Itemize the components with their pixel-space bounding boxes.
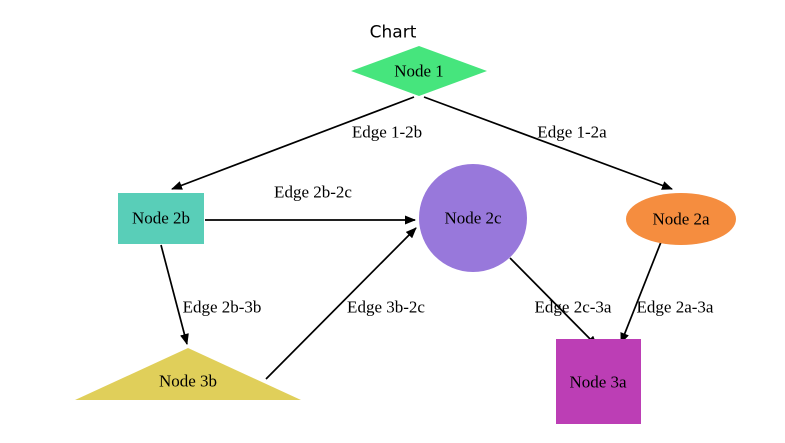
edge-1-2b-line <box>171 96 415 190</box>
node-3a-label: Node 3a <box>569 372 627 392</box>
node-2c-circle-shape <box>419 164 527 272</box>
node-3b-triangle-shape <box>75 348 301 400</box>
node-2b-label: Node 2b <box>131 208 191 228</box>
edge-2a-3a-line <box>620 241 662 344</box>
edge-2b-3b-line <box>160 244 189 345</box>
edge-2b-2c-label: Edge 2b-2c <box>274 182 352 202</box>
edge-2c-3a-label: Edge 2c-3a <box>534 297 612 317</box>
node-1-label: Node 1 <box>394 61 444 81</box>
edge-2c-3a-line <box>509 257 598 347</box>
edge-1-2a-line <box>423 96 673 190</box>
node-3a-square-shape <box>556 339 641 424</box>
node-2b-rectangle-shape <box>118 193 204 244</box>
node-2a-ellipse-shape <box>626 193 736 245</box>
chart-title: Chart <box>369 22 417 43</box>
edge-3b-2c-line <box>265 227 417 380</box>
node-2a-label: Node 2a <box>652 209 710 229</box>
edge-1-2b-label: Edge 1-2b <box>351 122 423 142</box>
edge-3b-2c-label: Edge 3b-2c <box>347 297 425 317</box>
node-3b-label: Node 3b <box>158 371 218 391</box>
node-1-diamond-shape <box>351 46 487 96</box>
edge-2b-3b-label: Edge 2b-3b <box>182 297 262 317</box>
edge-1-2a-label: Edge 1-2a <box>537 122 607 142</box>
node-2c-label: Node 2c <box>444 208 502 228</box>
edge-2a-3a-label: Edge 2a-3a <box>636 297 714 317</box>
